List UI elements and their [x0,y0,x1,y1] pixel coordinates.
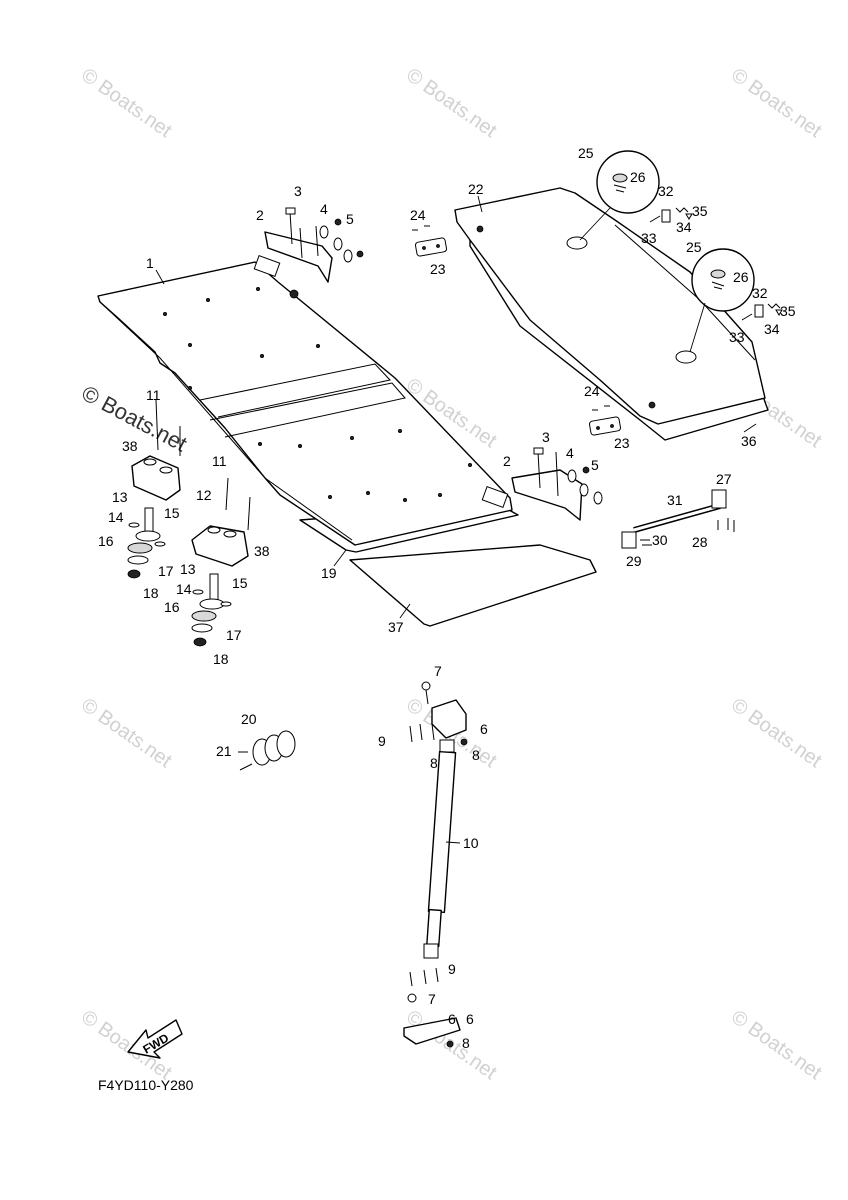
latch-hardware-upper [649,207,693,223]
part-label: 34 [676,219,692,235]
part-label: 5 [346,211,354,227]
watermark: © Boats.net [77,694,176,772]
part-label: 19 [321,565,337,581]
part-label: 38 [254,543,270,559]
part-label: 1 [146,255,154,271]
watermark: © Boats.net [727,64,826,142]
part-label: 11 [146,387,161,403]
part-label: 18 [213,651,229,667]
part-label: 14 [176,581,192,597]
gas-strut-31 [621,489,735,549]
part-label: 25 [578,145,594,161]
part-label: 9 [448,961,456,977]
part-label: 8 [430,755,438,771]
part-label: 38 [122,438,138,454]
part-label: 24 [410,207,426,223]
part-label: 26 [630,169,646,185]
mount-block-upper [131,399,251,531]
part-label: 25 [686,239,702,255]
part-label: 7 [428,991,436,1007]
part-label: 2 [503,453,511,469]
detail-circle-lower [689,248,755,353]
part-label: 3 [542,429,550,445]
small-hinge-upper [412,225,448,257]
part-label: 17 [158,563,174,579]
part-label: 31 [667,492,683,508]
part-label: 27 [716,471,732,487]
part-label: 10 [463,835,479,851]
part-label: 8 [462,1035,470,1051]
hose-clamps-20 [238,730,296,771]
part-label: 29 [626,553,642,569]
watermark: © Boats.net [77,64,176,142]
strut-assembly-10 [403,681,468,1048]
watermark: © Boats.net [402,64,501,142]
isolator-stack-upper [127,507,166,579]
part-label: 11 [212,453,227,469]
part-labels: 1 2 3 4 5 2 3 4 5 6 7 8 9 10 11 11 12 13… [98,145,796,1051]
part-label: 6 [448,1011,456,1027]
part-label: 23 [430,261,446,277]
part-label: 33 [729,329,745,345]
part-label: 6 [466,1011,474,1027]
part-label: 4 [566,445,574,461]
part-label: 24 [584,383,600,399]
watermark: © Boats.net [727,694,826,772]
small-hinge-lower [588,405,622,436]
part-label: 26 [733,269,749,285]
part-label: 36 [741,433,757,449]
mat-37 [349,544,597,627]
watermark: © Boats.net [727,1006,826,1084]
latch-hardware-lower [741,303,783,321]
hinge-bracket-right [511,447,603,521]
part-label: 22 [468,181,484,197]
part-label: 20 [241,711,257,727]
part-label: 33 [641,230,657,246]
diagram-code: F4YD110-Y280 [98,1077,194,1093]
part-label: 34 [764,321,780,337]
lid-panels-22-36 [454,187,769,441]
part-label: 21 [216,743,232,759]
deck-panel-1 [97,255,513,546]
isolator-stack-lower [191,573,232,647]
part-label: 3 [294,183,302,199]
part-label: 7 [434,663,442,679]
part-label: 15 [164,505,180,521]
part-label: 6 [480,721,488,737]
part-label: 18 [143,585,159,601]
part-label: 35 [780,303,796,319]
part-label: 13 [180,561,196,577]
detail-circle-upper [579,150,660,241]
part-label: 32 [658,183,674,199]
part-label: 12 [196,487,212,503]
part-label: 5 [591,457,599,473]
part-label: 23 [614,435,630,451]
part-label: 35 [692,203,708,219]
part-label: 37 [388,619,404,635]
part-label: 28 [692,534,708,550]
part-label: 30 [652,532,668,548]
part-label: 8 [472,747,480,763]
hinge-bracket-top [264,207,364,283]
part-label: 16 [98,533,114,549]
part-label: 15 [232,575,248,591]
part-label: 13 [112,489,128,505]
part-label: 17 [226,627,242,643]
part-label: 4 [320,201,328,217]
part-label: 14 [108,509,124,525]
part-label: 32 [752,285,768,301]
part-label: 9 [378,733,386,749]
part-label: 2 [256,207,264,223]
part-label: 16 [164,599,180,615]
mount-block-lower [191,525,249,567]
